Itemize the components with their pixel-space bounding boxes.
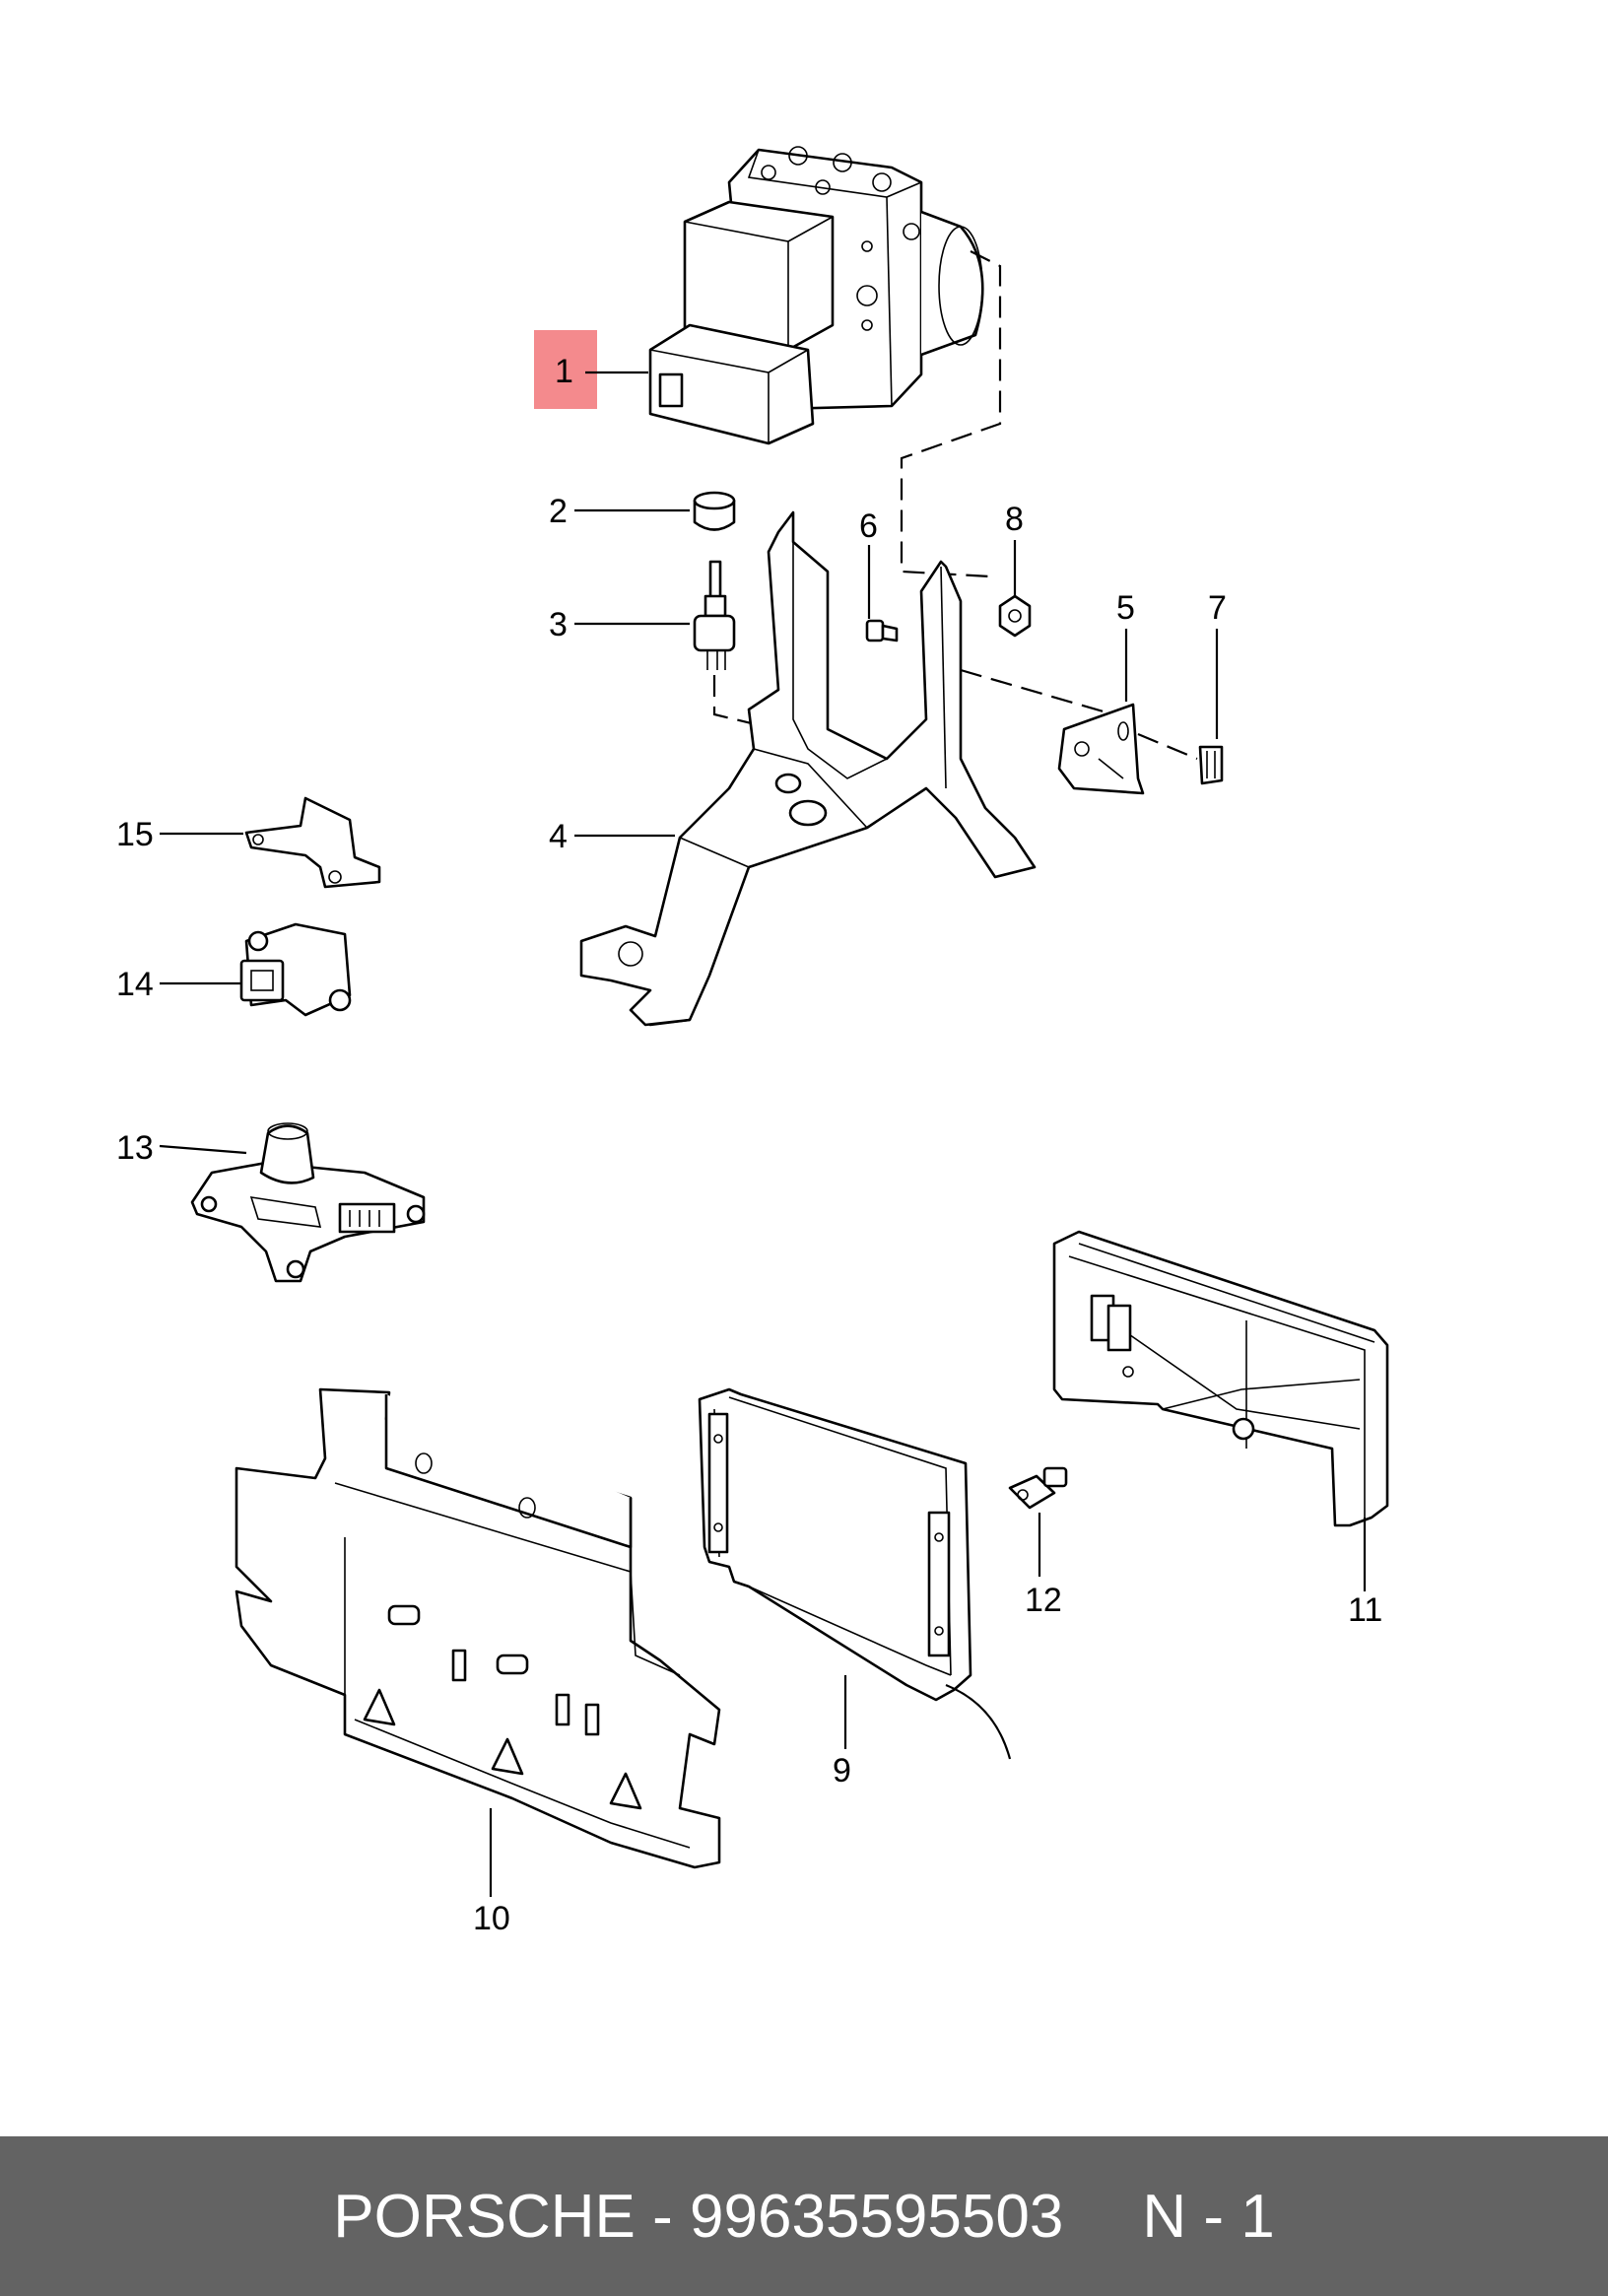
control-unit-holder-icon[interactable]: [234, 1387, 721, 1869]
cover-frame-icon[interactable]: [1052, 1230, 1389, 1527]
part-label-6[interactable]: 6: [859, 507, 878, 545]
part-label-14[interactable]: 14: [116, 966, 154, 1003]
part-label-8[interactable]: 8: [1005, 501, 1024, 538]
spacer-bolt-icon[interactable]: [1008, 1466, 1068, 1510]
assembly-line: [900, 250, 1002, 578]
separator: [673, 2182, 690, 2252]
part-number: 99635595503: [690, 2182, 1064, 2251]
rubber-bushing-icon[interactable]: [693, 491, 736, 531]
highlight-marker: [534, 330, 597, 409]
part-label-3[interactable]: 3: [549, 606, 568, 643]
mounting-stud-icon[interactable]: [693, 560, 736, 670]
brand-name: PORSCHE: [333, 2182, 636, 2251]
clip-icon[interactable]: [1198, 745, 1224, 785]
plate-assembly-line: [1137, 732, 1198, 761]
part-label-10[interactable]: 10: [473, 1900, 510, 1937]
nut-assembly-line: [960, 668, 1114, 716]
bolt-icon[interactable]: [865, 619, 899, 642]
part-label-7[interactable]: 7: [1208, 589, 1227, 627]
part-label-5[interactable]: 5: [1116, 589, 1135, 627]
part-label-12[interactable]: 12: [1025, 1582, 1062, 1619]
part-label-9[interactable]: 9: [833, 1752, 851, 1790]
part-label-1[interactable]: 1: [555, 353, 573, 390]
stud-assembly-line: [712, 675, 838, 746]
part-label-15[interactable]: 15: [116, 816, 154, 853]
leader-line-13: [159, 1144, 247, 1155]
abs-hydraulic-unit-icon[interactable]: [648, 146, 984, 445]
small-bracket-icon[interactable]: [244, 796, 381, 889]
sensor-icon[interactable]: [190, 1122, 426, 1283]
bracket-icon[interactable]: [579, 510, 1037, 1027]
part-label-2[interactable]: 2: [549, 493, 568, 530]
part-label-11[interactable]: 11: [1348, 1591, 1382, 1629]
part-label-13[interactable]: 13: [116, 1129, 154, 1167]
parts-diagram: 1 2 3 4 6 8: [116, 146, 1389, 1937]
separator-dash: -: [652, 2182, 673, 2251]
part-label-4[interactable]: 4: [549, 818, 568, 855]
diagram-position: N - 1: [1142, 2182, 1275, 2251]
connector-sensor-icon[interactable]: [239, 922, 352, 1017]
footer-caption: PORSCHE - 99635595503 N - 1: [0, 2136, 1608, 2296]
separator: [636, 2182, 652, 2252]
plate-bracket-icon[interactable]: [1057, 703, 1145, 795]
nut-icon[interactable]: [998, 594, 1032, 638]
control-unit-icon[interactable]: [698, 1387, 1012, 1760]
